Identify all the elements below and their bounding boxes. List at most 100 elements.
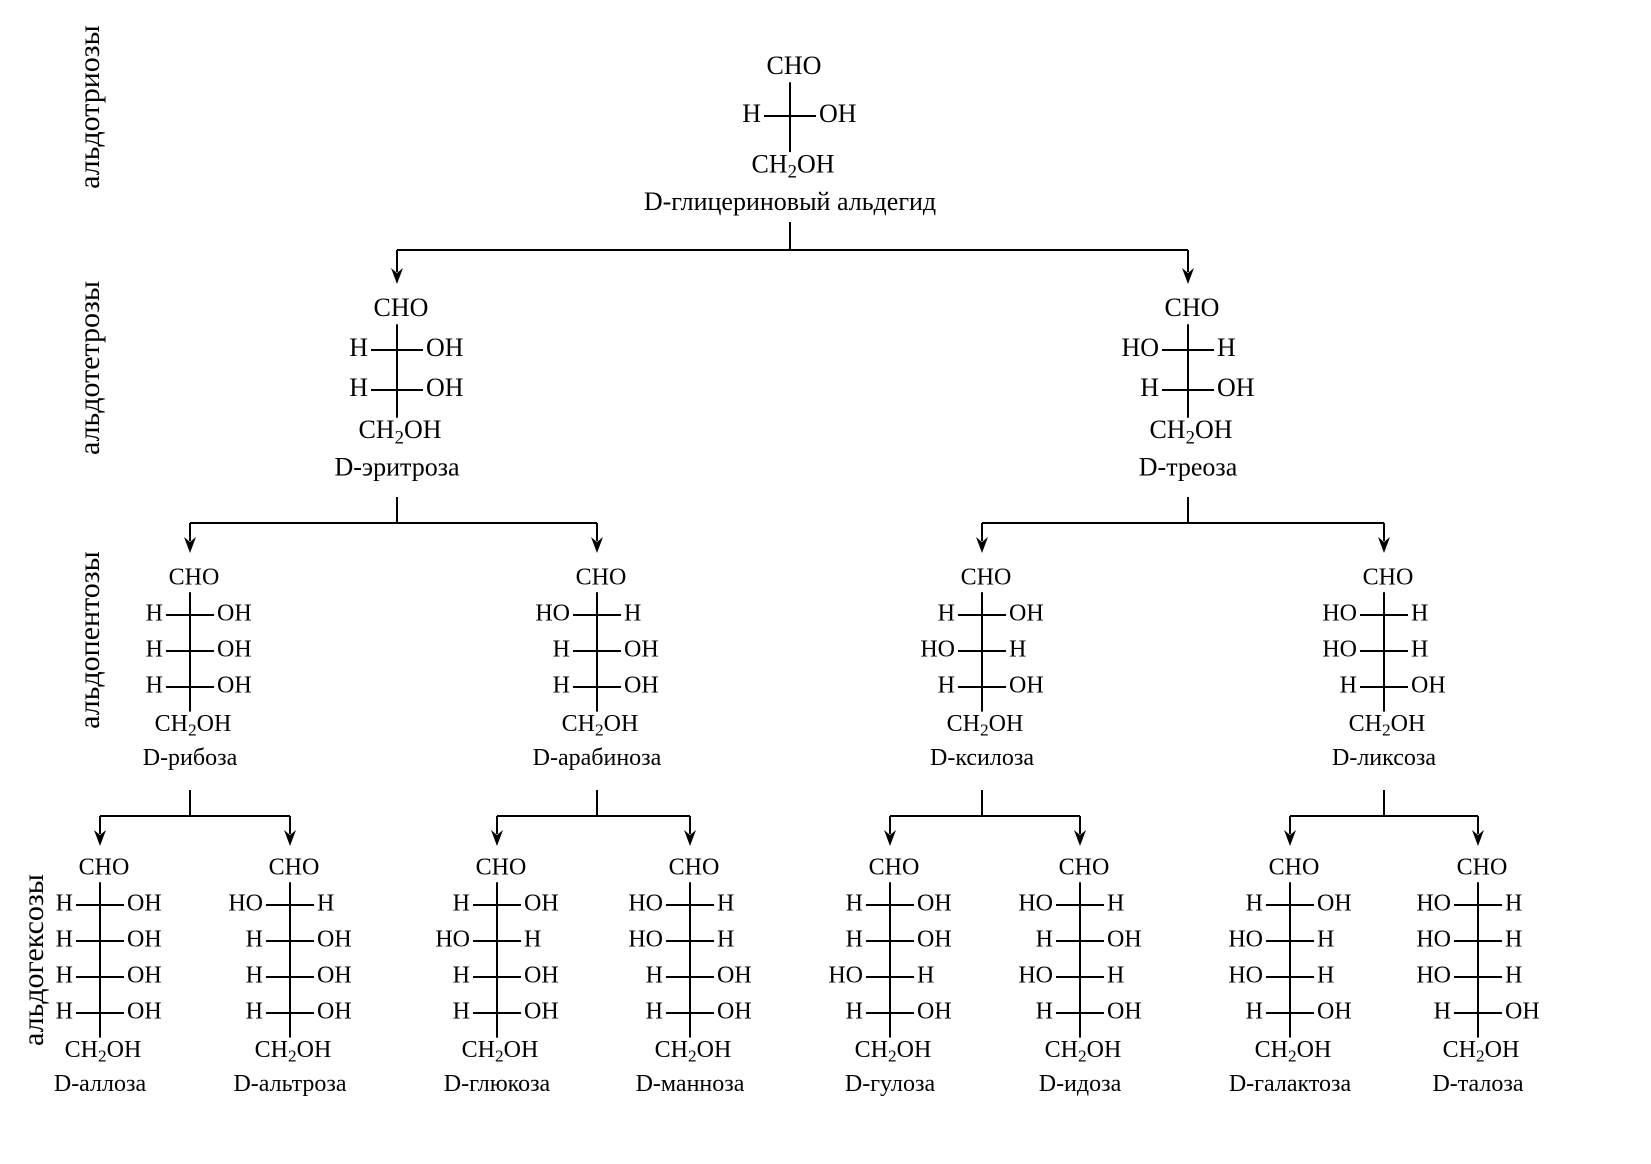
substituent-left: H (453, 963, 470, 989)
branch-glyceraldehyde (391, 222, 1194, 284)
aldehyde-group: CHO (961, 565, 1012, 591)
substituent-left: H (846, 891, 863, 917)
substituent-left: HO (1121, 333, 1159, 362)
sugar-name: D-галактоза (1229, 1071, 1352, 1097)
substituent-left: HO (228, 891, 263, 917)
substituent-left: HO (1228, 927, 1263, 953)
substituent-left: H (1246, 891, 1263, 917)
substituent-left: HO (1416, 927, 1451, 953)
substituent-left: H (1036, 927, 1053, 953)
substituent-left: H (146, 673, 163, 699)
substituent-right: OH (524, 891, 559, 917)
arrowhead (391, 268, 403, 284)
substituent-left: H (246, 963, 263, 989)
substituent-left: HO (1018, 963, 1053, 989)
arrowhead (1378, 537, 1390, 553)
substituent-left: H (56, 999, 73, 1025)
substituent-right: OH (524, 999, 559, 1025)
aldehyde-group: CHO (1457, 855, 1508, 881)
sugar-name: D-аллоза (54, 1071, 147, 1097)
substituent-left: HO (920, 637, 955, 663)
sugar-name: D-арабиноза (533, 745, 662, 771)
aldehyde-group: CHO (576, 565, 627, 591)
aldehyde-group: CHO (1059, 855, 1110, 881)
hydroxymethyl-group: CH2OH (562, 710, 639, 739)
substituent-right: OH (1505, 999, 1540, 1025)
hydroxymethyl-group: CH2OH (462, 1036, 539, 1065)
substituent-right: OH (917, 999, 952, 1025)
sugar-name: D-манноза (636, 1071, 745, 1097)
substituent-left: H (56, 927, 73, 953)
substituent-right: OH (1107, 999, 1142, 1025)
hydroxymethyl-group: CH2OH (655, 1036, 732, 1065)
substituent-left: H (1434, 999, 1451, 1025)
substituent-left: H (349, 333, 368, 362)
sugar-name: D-треоза (1139, 453, 1238, 482)
substituent-left: H (56, 963, 73, 989)
substituent-left: H (349, 373, 368, 402)
aldehyde-group: CHO (269, 855, 320, 881)
substituent-left: H (56, 891, 73, 917)
substituent-right: H (1317, 963, 1334, 989)
hydroxymethyl-group: CH2OH (155, 710, 232, 739)
substituent-right: OH (1411, 673, 1446, 699)
substituent-left: H (246, 999, 263, 1025)
substituent-right: OH (717, 963, 752, 989)
hydroxymethyl-group: CH2OH (751, 149, 834, 183)
substituent-right: OH (1009, 673, 1044, 699)
substituent-right: OH (819, 99, 857, 128)
arrowhead (1182, 268, 1194, 284)
aldehyde-group: CHO (374, 293, 429, 322)
substituent-right: OH (127, 891, 162, 917)
branch-erythrose (184, 497, 603, 553)
substituent-left: HO (628, 891, 663, 917)
substituent-right: H (717, 927, 734, 953)
aldehyde-group: CHO (767, 51, 822, 80)
arrowhead (884, 830, 896, 846)
aldehyde-group: CHO (1269, 855, 1320, 881)
substituent-right: H (1217, 333, 1236, 362)
arrowhead (94, 830, 106, 846)
branch-lyxose (1284, 790, 1484, 846)
aldehyde-group: CHO (476, 855, 527, 881)
substituent-left: HO (1322, 637, 1357, 663)
arrowhead (184, 537, 196, 553)
substituent-right: H (624, 601, 641, 627)
substituent-left: HO (535, 601, 570, 627)
substituent-right: OH (1317, 999, 1352, 1025)
substituent-right: OH (317, 963, 352, 989)
sugar-name: D-талоза (1432, 1071, 1523, 1097)
substituent-right: OH (1009, 601, 1044, 627)
substituent-left: H (938, 673, 955, 699)
branch-xylose (884, 790, 1086, 846)
aldehyde-group: CHO (669, 855, 720, 881)
substituent-right: OH (317, 927, 352, 953)
aldehyde-group: CHO (869, 855, 920, 881)
substituent-right: H (917, 963, 934, 989)
substituent-left: HO (628, 927, 663, 953)
substituent-right: OH (426, 373, 464, 402)
substituent-right: OH (1107, 927, 1142, 953)
substituent-left: HO (435, 927, 470, 953)
substituent-left: H (453, 891, 470, 917)
sugar-name: D-альтроза (233, 1071, 346, 1097)
substituent-left: H (453, 999, 470, 1025)
hydroxymethyl-group: CH2OH (1045, 1036, 1122, 1065)
substituent-left: H (246, 927, 263, 953)
substituent-left: H (553, 673, 570, 699)
aldehyde-group: CHO (79, 855, 130, 881)
arrowhead (1074, 830, 1086, 846)
substituent-left: H (938, 601, 955, 627)
arrowhead (284, 830, 296, 846)
substituent-left: H (146, 637, 163, 663)
